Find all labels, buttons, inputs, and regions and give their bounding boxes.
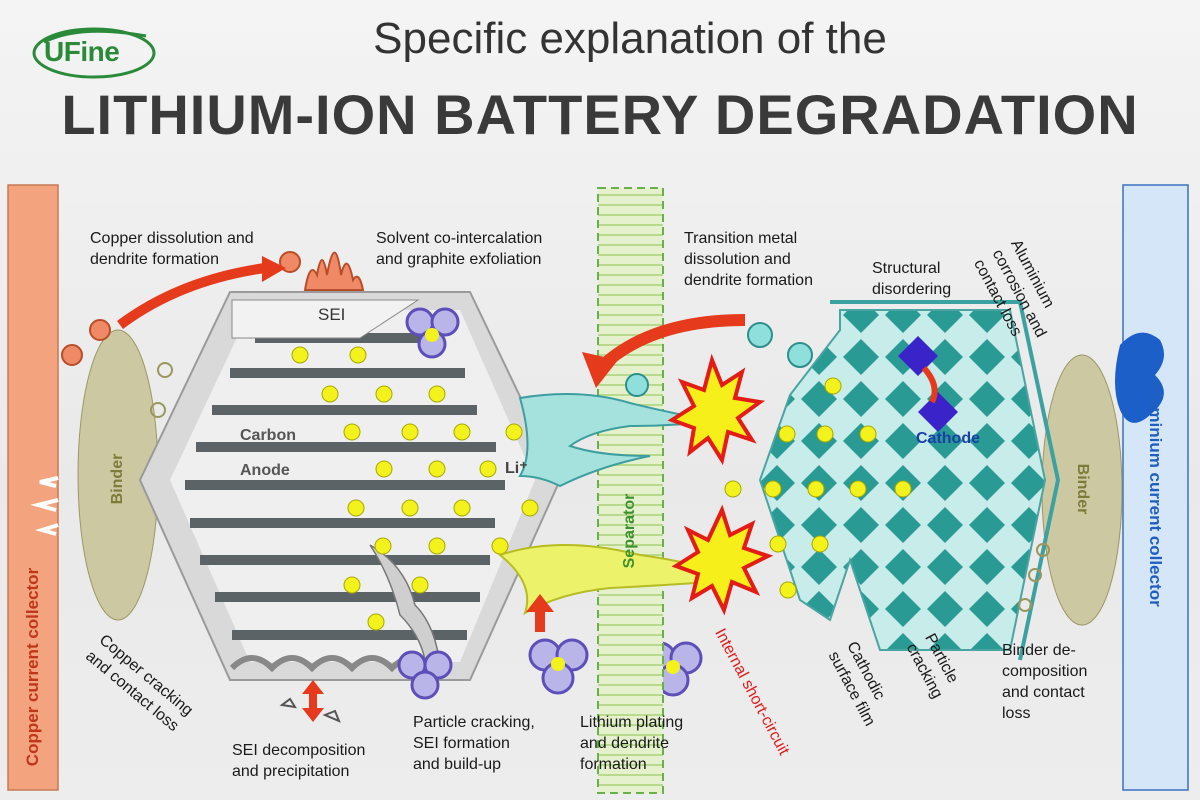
plating-arrow-head — [526, 594, 554, 612]
sei-bottom — [229, 655, 435, 673]
separator-label: Separator — [621, 493, 638, 569]
cathode-label: Cathode — [916, 430, 980, 447]
solvent-cluster — [405, 307, 460, 359]
li-ion-label: Li⁺ — [505, 460, 528, 477]
sei-arrow-shaft — [309, 692, 317, 710]
carbon-label: Carbon — [240, 427, 296, 444]
transition-arrow-head — [582, 352, 618, 388]
copper-particles — [61, 251, 301, 366]
page-title-line1: Specific explanation of the — [373, 14, 887, 63]
anode-label: Anode — [240, 462, 290, 479]
copper-arrow — [117, 263, 266, 330]
transition-arrow — [595, 314, 746, 373]
sei-label: SEI — [318, 305, 346, 324]
disorder-diamond-2 — [918, 392, 958, 432]
disorder-arrow — [921, 366, 938, 404]
anode-li-particles — [291, 346, 539, 631]
diagram-graphics — [7, 184, 1189, 794]
copper-arrow-head — [262, 256, 286, 282]
copper-cracks — [30, 476, 59, 536]
cathode-dendrite — [518, 393, 716, 488]
separator — [597, 187, 664, 794]
transition-metal-particles — [625, 322, 813, 397]
ufine-logo — [32, 27, 156, 79]
sei-precipitates — [279, 697, 341, 723]
short-circuit-burst-2 — [671, 504, 774, 616]
battery-diagram: Copper current collector Aluminium curre… — [0, 170, 1200, 800]
page-title-line2: LITHIUM-ION BATTERY DEGRADATION — [61, 83, 1139, 146]
logo-text: UFine — [44, 36, 120, 67]
copper-collector-label: Copper current collector — [23, 567, 42, 767]
cathode-body — [758, 309, 1047, 651]
sei-layer — [231, 299, 420, 339]
copper-collector — [7, 184, 59, 791]
plating-arrow-shaft — [535, 610, 545, 632]
copper-dendrite — [303, 251, 365, 291]
aluminium-corrosion — [1115, 332, 1164, 423]
cathode-li-particles — [724, 377, 912, 599]
binder-particles — [150, 362, 1050, 612]
aluminium-collector — [1122, 184, 1189, 791]
sei-cluster — [397, 650, 453, 700]
binder-left-label: Binder — [109, 453, 126, 505]
disorder-diamond-1 — [898, 336, 938, 376]
aluminium-collector-label: Aluminium current collector — [1146, 380, 1165, 607]
plating-cluster-left — [528, 638, 589, 695]
binder-right-label: Binder — [1074, 463, 1091, 515]
short-circuit-burst-1 — [667, 353, 766, 466]
